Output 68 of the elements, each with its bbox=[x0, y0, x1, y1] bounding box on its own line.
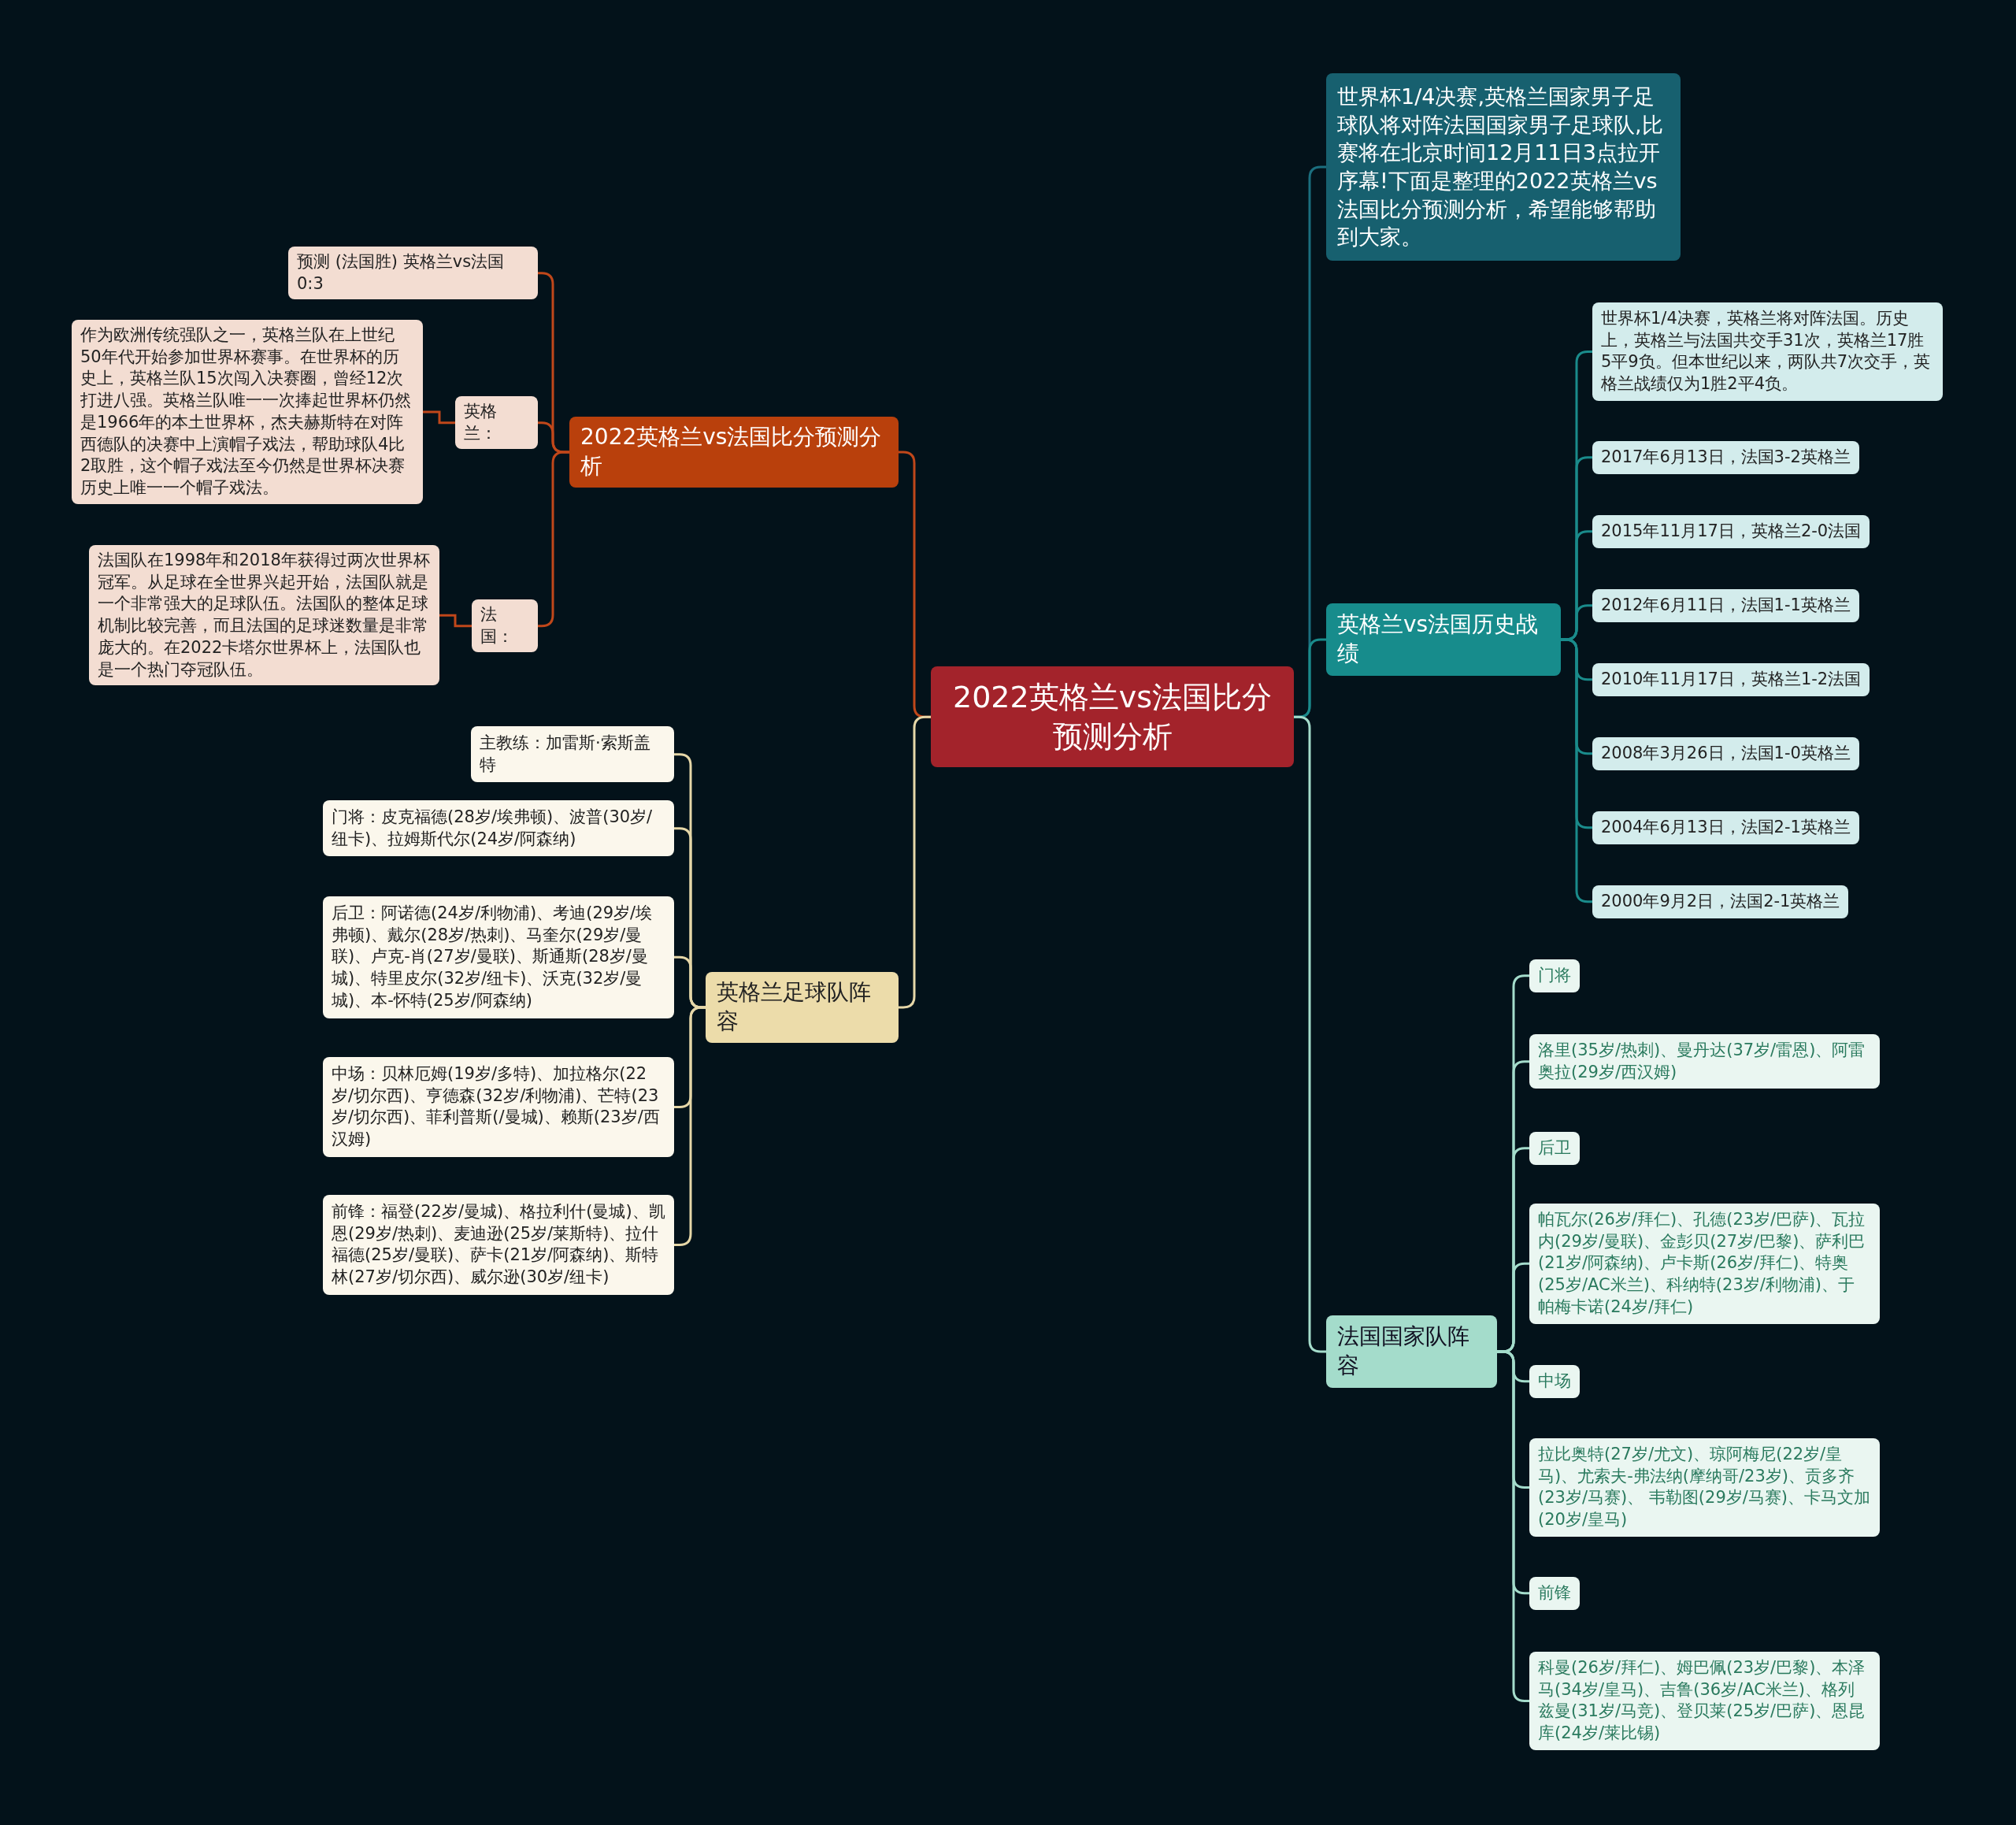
topic-text: 英格兰： bbox=[464, 401, 498, 444]
topic-text: 主教练：加雷斯·索斯盖特 bbox=[480, 733, 651, 776]
branch-topic-box bbox=[569, 417, 899, 488]
subtopic-box bbox=[1529, 1652, 1880, 1750]
topic-text: 英格兰足球队阵容 bbox=[717, 978, 872, 1036]
connector-line bbox=[1497, 1350, 1529, 1702]
subtopic-box bbox=[1592, 302, 1943, 401]
topic-text: 2022英格兰vs法国比分预测分析 bbox=[952, 679, 1273, 756]
subtopic-box bbox=[323, 1195, 674, 1295]
subtopic-box bbox=[323, 800, 674, 857]
subtopic-box bbox=[1529, 1577, 1580, 1610]
intro-card bbox=[1326, 73, 1681, 261]
subtopic-box bbox=[323, 896, 674, 1018]
connector-line bbox=[423, 410, 455, 425]
topic-text: 2015年11月17日，英格兰2-0法国 bbox=[1601, 521, 1862, 542]
branch-topic-box bbox=[706, 972, 899, 1043]
subtopic-box bbox=[288, 247, 538, 300]
subtopic-box bbox=[1592, 515, 1870, 548]
subtopic-box bbox=[1529, 1132, 1580, 1165]
connector-line bbox=[538, 451, 569, 628]
central-topic-box bbox=[931, 666, 1294, 768]
topic-text: 后卫 bbox=[1538, 1137, 1571, 1159]
topic-text: 中场：贝林厄姆(19岁/多特)、加拉格尔(22岁/切尔西)、亨德森(32岁/利物浦)、芒特(23岁/切尔西)、菲利普斯(/曼城)、赖斯(23岁/西汉姆) bbox=[332, 1063, 661, 1151]
subtopic-box bbox=[323, 1057, 674, 1157]
subtopic-box bbox=[1592, 441, 1859, 474]
subtopic-box bbox=[1529, 959, 1580, 992]
topic-text: 2008年3月26日，法国1-0英格兰 bbox=[1601, 743, 1851, 764]
topic-text: 门将 bbox=[1538, 965, 1571, 986]
topic-text: 后卫：阿诺德(24岁/利物浦)、考迪(29岁/埃弗顿)、戴尔(28岁/热刺)、马奎尔(29岁/曼联)、卢克-肖(27岁/曼联)、斯通斯(28岁/曼城)、特里皮尔(32岁/纽卡)、沃克(32岁/曼城)、本-怀特(25岁/阿森纳) bbox=[332, 903, 654, 1011]
subtopic-box bbox=[1592, 811, 1859, 844]
topic-text: 法国： bbox=[480, 604, 514, 647]
branch-topic-box bbox=[1326, 1315, 1497, 1388]
topic-text: 世界杯1/4决赛，英格兰将对阵法国。历史上，英格兰与法国共交手31次，英格兰17胜5平9负。但本世纪以来，两队共7次交手，英格兰战绩仅为1胜2平4负。 bbox=[1601, 308, 1932, 395]
subtopic-box bbox=[455, 396, 538, 450]
topic-text: 法国队在1998年和2018年获得过两次世界杯冠军。从足球在全世界兴起开始，法国队就是一个非常强大的足球队伍。法国队的整体足球机制比较完善，而且法国的足球迷数量是非常庞大的。在2022卡塔尔世界杯上，法国队也是一个热门夺冠队伍。 bbox=[98, 550, 431, 681]
topic-text: 前锋：福登(22岁/曼城)、格拉利什(曼城)、凯恩(29岁/热刺)、麦迪逊(25岁/莱斯特)、拉什福德(25岁/曼联)、萨卡(21岁/阿森纳)、斯特林(27岁/切尔西)、威尔逊(30岁/纽卡) bbox=[332, 1201, 665, 1289]
branch-topic-box bbox=[1326, 603, 1561, 676]
topic-text: 2010年11月17日，英格兰1-2法国 bbox=[1601, 669, 1862, 690]
topic-text: 门将：皮克福德(28岁/埃弗顿)、波普(30岁/纽卡)、拉姆斯代尔(24岁/阿森纳) bbox=[332, 807, 654, 850]
connector-line bbox=[674, 1006, 706, 1246]
subtopic-box bbox=[471, 726, 674, 783]
topic-text: 2012年6月11日，法国1-1英格兰 bbox=[1601, 595, 1851, 616]
subtopic-box bbox=[1592, 663, 1870, 696]
subtopic-box bbox=[1529, 1438, 1880, 1537]
topic-text: 科曼(26岁/拜仁)、姆巴佩(23岁/巴黎)、本泽马(34岁/皇马)、吉鲁(36岁/AC米兰)、格列兹曼(31岁/马竞)、登贝莱(25岁/巴萨)、恩昆库(24岁/莱比锡) bbox=[1538, 1657, 1866, 1745]
topic-text: 帕瓦尔(26岁/拜仁)、孔德(23岁/巴萨)、瓦拉内(29岁/曼联)、金彭贝(27岁/巴黎)、萨利巴(21岁/阿森纳)、卢卡斯(26岁/拜仁)、特奥(25岁/AC米兰)、科纳特(23岁/利物浦)、于帕梅卡诺(24岁/拜仁) bbox=[1538, 1209, 1866, 1318]
subtopic-box bbox=[1529, 1365, 1580, 1398]
subtopic-box bbox=[1592, 737, 1859, 770]
subtopic-box bbox=[1592, 589, 1859, 622]
topic-text: 2017年6月13日，法国3-2英格兰 bbox=[1601, 447, 1851, 468]
topic-text: 英格兰vs法国历史战绩 bbox=[1337, 610, 1540, 668]
connector-line bbox=[1293, 715, 1326, 1353]
subtopic-box bbox=[472, 599, 538, 653]
connector-line bbox=[439, 614, 472, 628]
topic-text: 2022英格兰vs法国比分预测分析 bbox=[580, 423, 883, 480]
topic-text: 作为欧洲传统强队之一，英格兰队在上世纪50年代开始参加世界杯赛事。在世界杯的历史上，英格兰队15次闯入决赛圈，曾经12次打进八强。英格兰队唯一一次捧起世界杯仍然是1966年的本土世界杯，杰夫赫斯特在对阵西德队的决赛中上演帽子戏法，帮助球队4比2取胜，这个帽子戏法至今仍然是世界杯决赛历史上唯一一个帽子戏法。 bbox=[80, 325, 412, 499]
subtopic-box bbox=[1529, 1204, 1880, 1324]
topic-text: 2000年9月2日，法国2-1英格兰 bbox=[1601, 891, 1840, 912]
subtopic-box bbox=[1592, 885, 1849, 918]
topic-text: 预测 (法国胜) 英格兰vs法国 0:3 bbox=[297, 251, 506, 295]
topic-text: 前锋 bbox=[1538, 1582, 1571, 1604]
topic-text: 拉比奥特(27岁/尤文)、琼阿梅尼(22岁/皇马)、尤索夫-弗法纳(摩纳哥/23岁)、贡多齐(23岁/马赛)、 韦勒图(29岁/马赛)、卡马文加(20岁/皇马) bbox=[1538, 1444, 1871, 1531]
topic-text: 中场 bbox=[1538, 1371, 1571, 1392]
topic-text: 世界杯1/4决赛,英格兰国家男子足球队将对阵法国国家男子足球队,比赛将在北京时间12月11日3点拉开序幕!下面是整理的2022英格兰vs法国比分预测分析，希望能够帮助到大家。 bbox=[1337, 83, 1664, 251]
topic-text: 2004年6月13日，法国2-1英格兰 bbox=[1601, 817, 1851, 838]
topic-text: 洛里(35岁/热刺)、曼丹达(37岁/雷恩)、阿雷奥拉(29岁/西汉姆) bbox=[1538, 1040, 1866, 1083]
topic-text: 法国国家队阵容 bbox=[1337, 1322, 1470, 1380]
subtopic-box bbox=[1529, 1034, 1880, 1089]
